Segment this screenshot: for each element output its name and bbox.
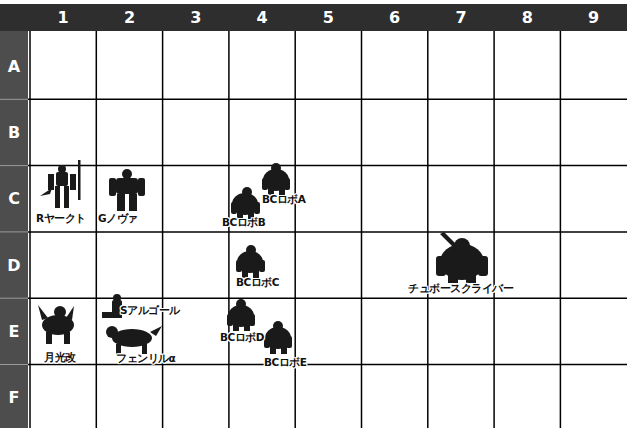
robot-silhouette — [236, 245, 265, 278]
unit-name: 月光改 — [44, 351, 76, 365]
unit-name: Rヤークト — [36, 212, 86, 226]
unit-name: BCロボA — [262, 193, 305, 207]
robot-silhouette — [262, 163, 290, 196]
row-header-dividers — [0, 99, 28, 364]
robot-silhouette — [38, 305, 74, 344]
column-number: 2 — [124, 8, 135, 27]
robot-silhouette — [40, 160, 81, 208]
unit-name: Sアルゴール — [120, 304, 180, 318]
unit-name: Gノヴァ — [98, 212, 138, 226]
row-letter: E — [9, 322, 20, 341]
robot-silhouette — [436, 232, 488, 283]
grid-lines — [28, 31, 627, 428]
row-letter: B — [8, 123, 20, 142]
unit-name: BCロボB — [222, 216, 265, 230]
column-number: 5 — [323, 8, 334, 27]
row-letter: A — [8, 57, 20, 76]
row-header-band — [0, 31, 28, 428]
column-number: 3 — [190, 8, 201, 27]
row-letter: C — [8, 189, 20, 208]
column-header-band — [0, 4, 627, 31]
unit-name: BCロボC — [236, 276, 279, 290]
robot-silhouette — [227, 299, 255, 331]
row-letter: F — [9, 388, 20, 407]
column-number: 7 — [455, 8, 466, 27]
row-letter: D — [7, 256, 20, 275]
column-number: 8 — [522, 8, 533, 27]
column-number: 9 — [588, 8, 599, 27]
column-number: 4 — [256, 8, 267, 27]
robot-silhouette — [102, 294, 162, 354]
robot-silhouette — [264, 321, 292, 354]
unit-silhouettes — [38, 160, 488, 354]
robot-silhouette — [231, 187, 260, 219]
unit-name: BCロボD — [220, 331, 264, 345]
column-number: 1 — [58, 8, 69, 27]
unit-name: BCロボE — [264, 356, 306, 370]
unit-name: フェンリルα — [116, 352, 175, 366]
robot-silhouette — [109, 169, 145, 211]
unit-name: チュボースクライバー — [408, 282, 513, 296]
column-number: 6 — [389, 8, 400, 27]
